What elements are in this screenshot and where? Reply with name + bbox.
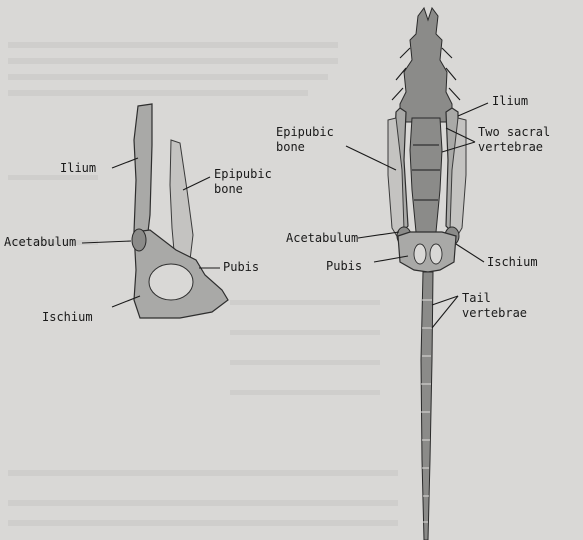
label-right-sacral-line2: vertebrae	[478, 140, 543, 154]
label-right-epipubic-line1: Epipubic	[276, 125, 334, 139]
left-obturator-foramen	[149, 264, 193, 300]
left-ilium-bone	[134, 104, 152, 232]
label-left-ilium: Ilium	[60, 161, 96, 175]
right-skeleton-figure	[388, 8, 466, 540]
label-right-ischium: Ischium	[487, 255, 538, 269]
left-pelvis-figure	[132, 104, 228, 318]
right-figure-tail-vertebrae	[421, 272, 433, 540]
label-left-pubis: Pubis	[223, 260, 259, 274]
label-right-tail-line2: vertebrae	[462, 306, 527, 320]
left-epipubic-bone	[170, 140, 193, 262]
label-right-epipubic-line2: bone	[276, 140, 305, 154]
label-right-sacral-line1: Two sacral	[478, 125, 550, 139]
right-figure-sacral-vertebrae	[410, 118, 442, 232]
left-acetabulum-socket	[132, 229, 146, 251]
label-left-epipubic-line2: bone	[214, 182, 243, 196]
label-left-acetabulum: Acetabulum	[4, 235, 76, 249]
label-left-ischium: Ischium	[42, 310, 93, 324]
label-right-ilium: Ilium	[492, 94, 528, 108]
right-figure-pubis-ischium	[398, 232, 456, 272]
label-left-epipubic-line1: Epipubic	[214, 167, 272, 181]
label-right-pubis: Pubis	[326, 259, 362, 273]
right-trunk-vertebrae	[400, 8, 452, 122]
label-right-acetabulum: Acetabulum	[286, 231, 358, 245]
label-right-tail-line1: Tail	[462, 291, 491, 305]
